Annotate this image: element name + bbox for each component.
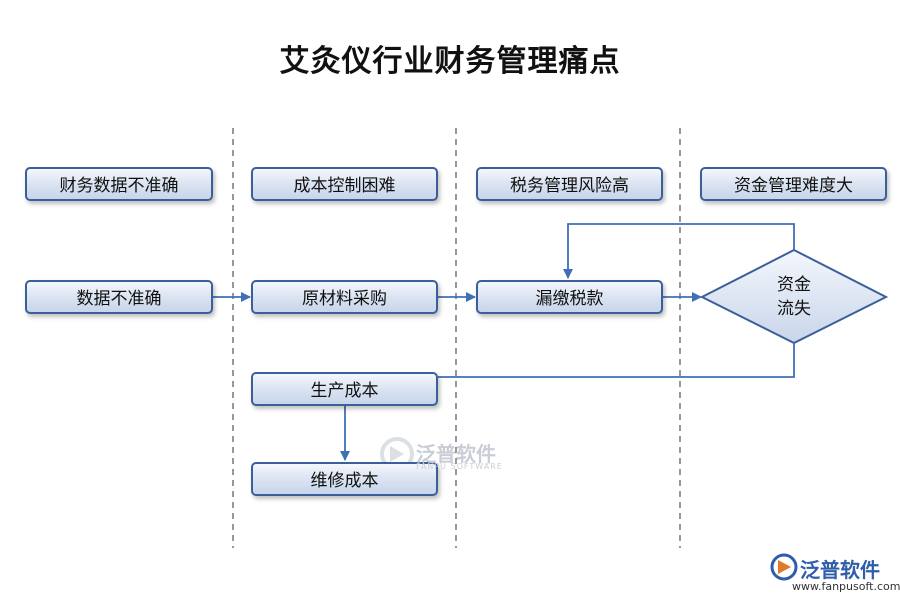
node-production-cost: 生产成本 — [251, 372, 438, 406]
header-tax-risk: 税务管理风险高 — [476, 167, 663, 201]
header-cost-control: 成本控制困难 — [251, 167, 438, 201]
node-raw-material-purchase: 原材料采购 — [251, 280, 438, 314]
brand-logo-text: 泛普软件 — [800, 558, 880, 582]
fund-loss-line1: 资金 — [777, 275, 811, 295]
brand-logo-icon — [770, 553, 798, 581]
node-tax-omission: 漏缴税款 — [476, 280, 663, 314]
watermark-brand: 泛普软件 — [416, 442, 496, 466]
node-maintenance-cost: 维修成本 — [251, 462, 438, 496]
arrow-fund-to-tax-loop — [563, 223, 795, 279]
connector-fund-to-production — [438, 343, 795, 378]
fund-loss-line2: 流失 — [777, 299, 811, 319]
diagram-title: 艾灸仪行业财务管理痛点 — [279, 44, 621, 79]
watermark-sub: FANPU SOFTWARE — [416, 462, 503, 471]
brand-logo-url: www.fanpusoft.com — [792, 580, 900, 593]
header-financial-data: 财务数据不准确 — [25, 167, 213, 201]
node-fund-loss-label: 资金 流失 — [754, 273, 834, 321]
node-data-inaccurate: 数据不准确 — [25, 280, 213, 314]
header-fund-management: 资金管理难度大 — [700, 167, 887, 201]
